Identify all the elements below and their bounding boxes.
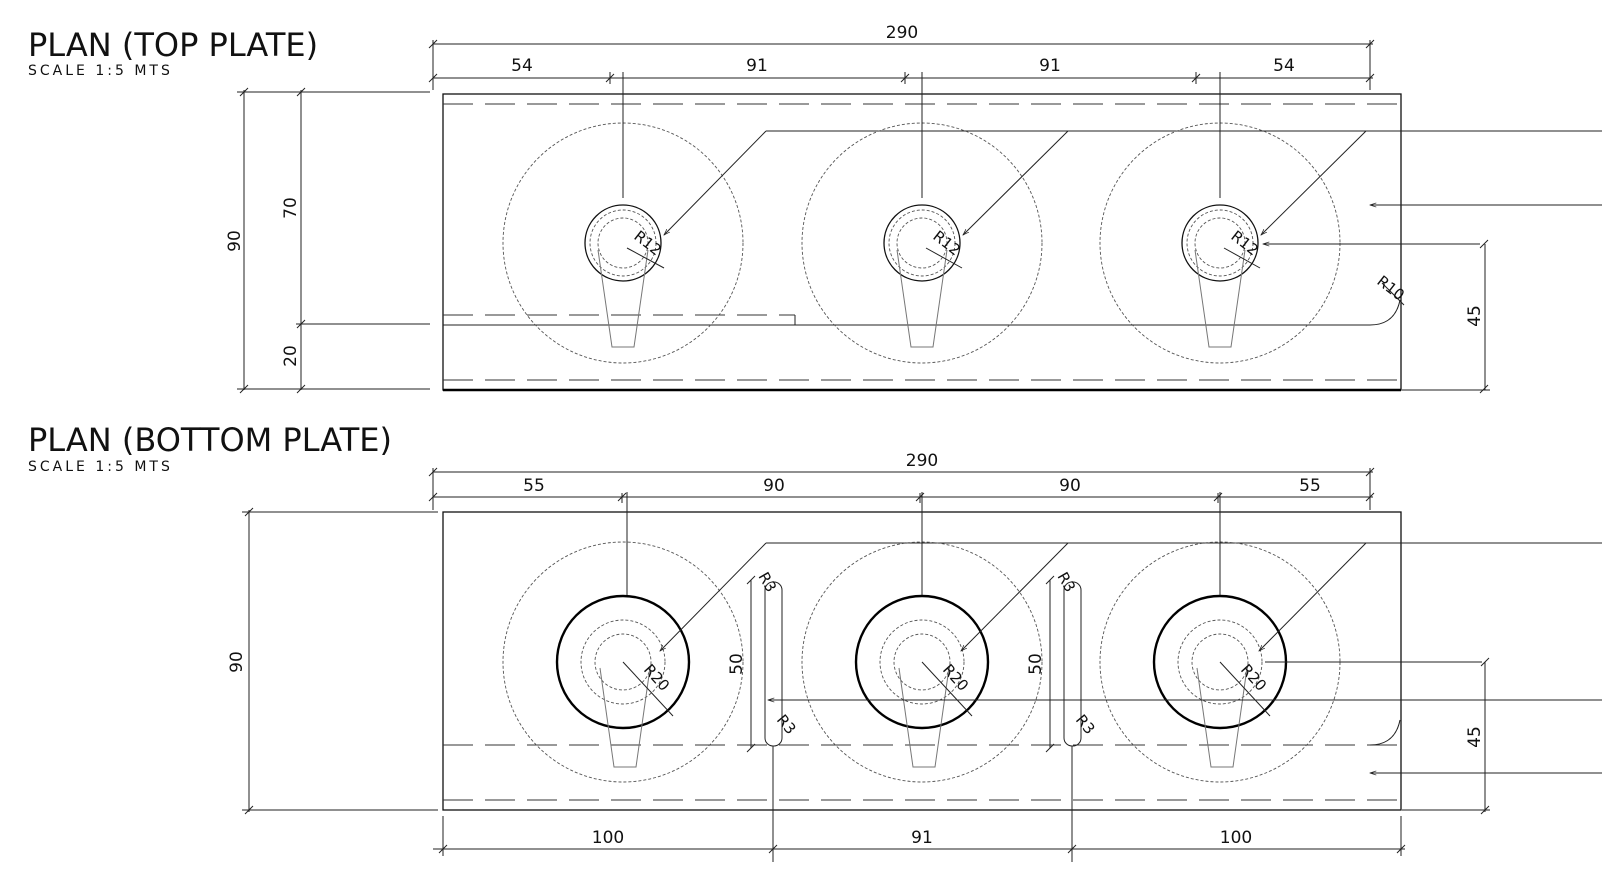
- top-sink-2: R12: [801, 72, 1069, 364]
- top-dim-seg2: 91: [746, 56, 768, 76]
- top-plate-scale: SCALE 1:5 MTS: [28, 63, 173, 79]
- top-sink-3: R12: [1099, 72, 1367, 364]
- top-dim-lower: 20: [281, 345, 301, 367]
- bottom-slot-radius-4: R3: [1072, 711, 1099, 738]
- top-dim-seg4: 54: [1273, 56, 1295, 76]
- bottom-dim-seg1: 55: [523, 476, 545, 496]
- bottom-dim-bot2: 91: [911, 828, 933, 848]
- bottom-plate-view: PLAN (BOTTOM PLATE) SCALE 1:5 MTS 290 55…: [28, 421, 1602, 862]
- bottom-sink-1: R20: [502, 492, 1602, 783]
- bottom-dim-slot-a: 50: [727, 653, 747, 675]
- bottom-plate-title: PLAN (BOTTOM PLATE): [28, 421, 392, 459]
- top-dim-total: 290: [886, 23, 918, 43]
- top-vertical-dimensions: 90 70 20: [225, 87, 430, 394]
- bottom-vertical-dimensions: 90: [227, 507, 438, 815]
- top-dim-right: 45: [1465, 305, 1485, 327]
- bottom-dim-seg3: 90: [1059, 476, 1081, 496]
- top-dim-upper: 70: [281, 197, 301, 219]
- top-plate-title: PLAN (TOP PLATE): [28, 26, 318, 64]
- bottom-slot-radius-3: R3: [1054, 569, 1080, 595]
- top-sink-1: R12: [502, 72, 1602, 364]
- bottom-slot-radius-1: R3: [755, 569, 781, 595]
- top-dim-seg1: 54: [511, 56, 533, 76]
- top-right-leaders: 45 R10: [1263, 205, 1602, 394]
- bottom-dim-slot-b: 50: [1026, 653, 1046, 675]
- bottom-dim-height: 90: [227, 651, 247, 673]
- top-dim-seg3: 91: [1039, 56, 1061, 76]
- bottom-horizontal-dimensions: 290 55 90 90 55: [428, 451, 1375, 510]
- bottom-radius-3: R20: [1237, 661, 1270, 695]
- bottom-dim-bot1: 100: [592, 828, 624, 848]
- bottom-sink-2: R20: [801, 492, 1069, 783]
- bottom-right-leaders: 45: [768, 657, 1602, 815]
- bottom-lower-dimensions: 100 91 100: [433, 816, 1406, 856]
- bottom-slot-radius-2: R3: [773, 711, 800, 738]
- bottom-dim-seg4: 55: [1299, 476, 1321, 496]
- bottom-radius-1: R20: [640, 661, 673, 695]
- bottom-dim-right: 45: [1465, 726, 1485, 748]
- top-plate-view: PLAN (TOP PLATE) SCALE 1:5 MTS 290 54 91…: [28, 23, 1602, 394]
- bottom-plate-scale: SCALE 1:5 MTS: [28, 459, 173, 475]
- top-horizontal-dimensions: 290 54 91 91 54: [428, 23, 1375, 90]
- bottom-dim-bot3: 100: [1220, 828, 1252, 848]
- bottom-radius-2: R20: [939, 661, 972, 695]
- bottom-dim-total: 290: [906, 451, 938, 471]
- bottom-sink-3: R20: [1099, 492, 1367, 783]
- bottom-slot-1: 50 R3 R3: [727, 569, 800, 862]
- bottom-dim-seg2: 90: [763, 476, 785, 496]
- top-dim-height: 90: [225, 230, 245, 252]
- top-corner-radius: R10: [1374, 272, 1408, 304]
- bottom-slot-2: 50 R3 R3: [1026, 569, 1099, 862]
